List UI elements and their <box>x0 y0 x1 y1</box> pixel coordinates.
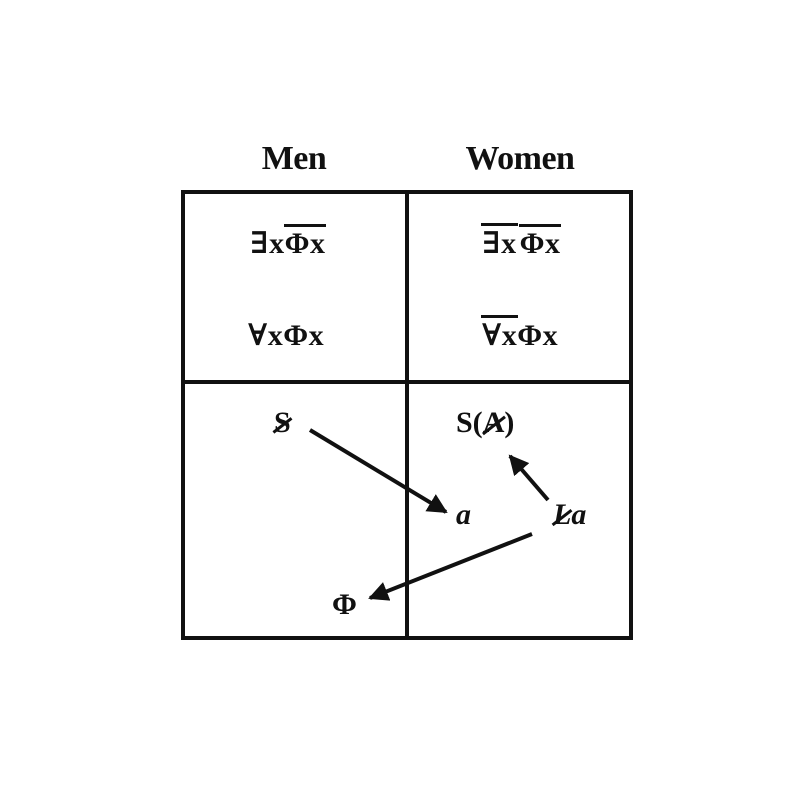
barred-la-symbol: La <box>553 498 586 532</box>
signifier-of-barred-other-symbol: S(A) <box>456 406 514 440</box>
column-header-women: Women <box>465 140 575 177</box>
quantifier-exists: ∃x <box>250 227 285 260</box>
formula-men-exists-not-phi: ∃xΦx <box>250 224 327 261</box>
formula-women-not-forall-phi: ∀xΦx <box>480 315 559 353</box>
phallus-symbol: Φ <box>332 588 357 621</box>
la-a: a <box>571 498 587 531</box>
quantifier-forall: ∀x <box>248 319 284 352</box>
barred-s: S <box>274 406 291 439</box>
s-prefix: S( <box>456 406 483 439</box>
negated-phi-x: Φx <box>283 224 327 260</box>
negated-quantifier-exists: ∃x <box>481 223 518 260</box>
grid-vertical-divider <box>405 190 409 640</box>
barred-l: L <box>553 498 572 531</box>
negated-quantifier-forall: ∀x <box>480 315 519 352</box>
phi-x: Φx <box>283 319 325 352</box>
barred-a: A <box>482 406 505 439</box>
object-a-symbol: a <box>456 498 471 531</box>
negated-phi-x: Φx <box>518 224 562 260</box>
barred-subject-symbol: S <box>274 406 291 440</box>
column-header-men: Men <box>261 140 327 177</box>
s-suffix: ) <box>504 406 515 439</box>
phi-x: Φx <box>517 319 559 352</box>
grid-horizontal-divider <box>181 380 633 384</box>
formula-men-forall-phi: ∀xΦx <box>248 318 324 353</box>
